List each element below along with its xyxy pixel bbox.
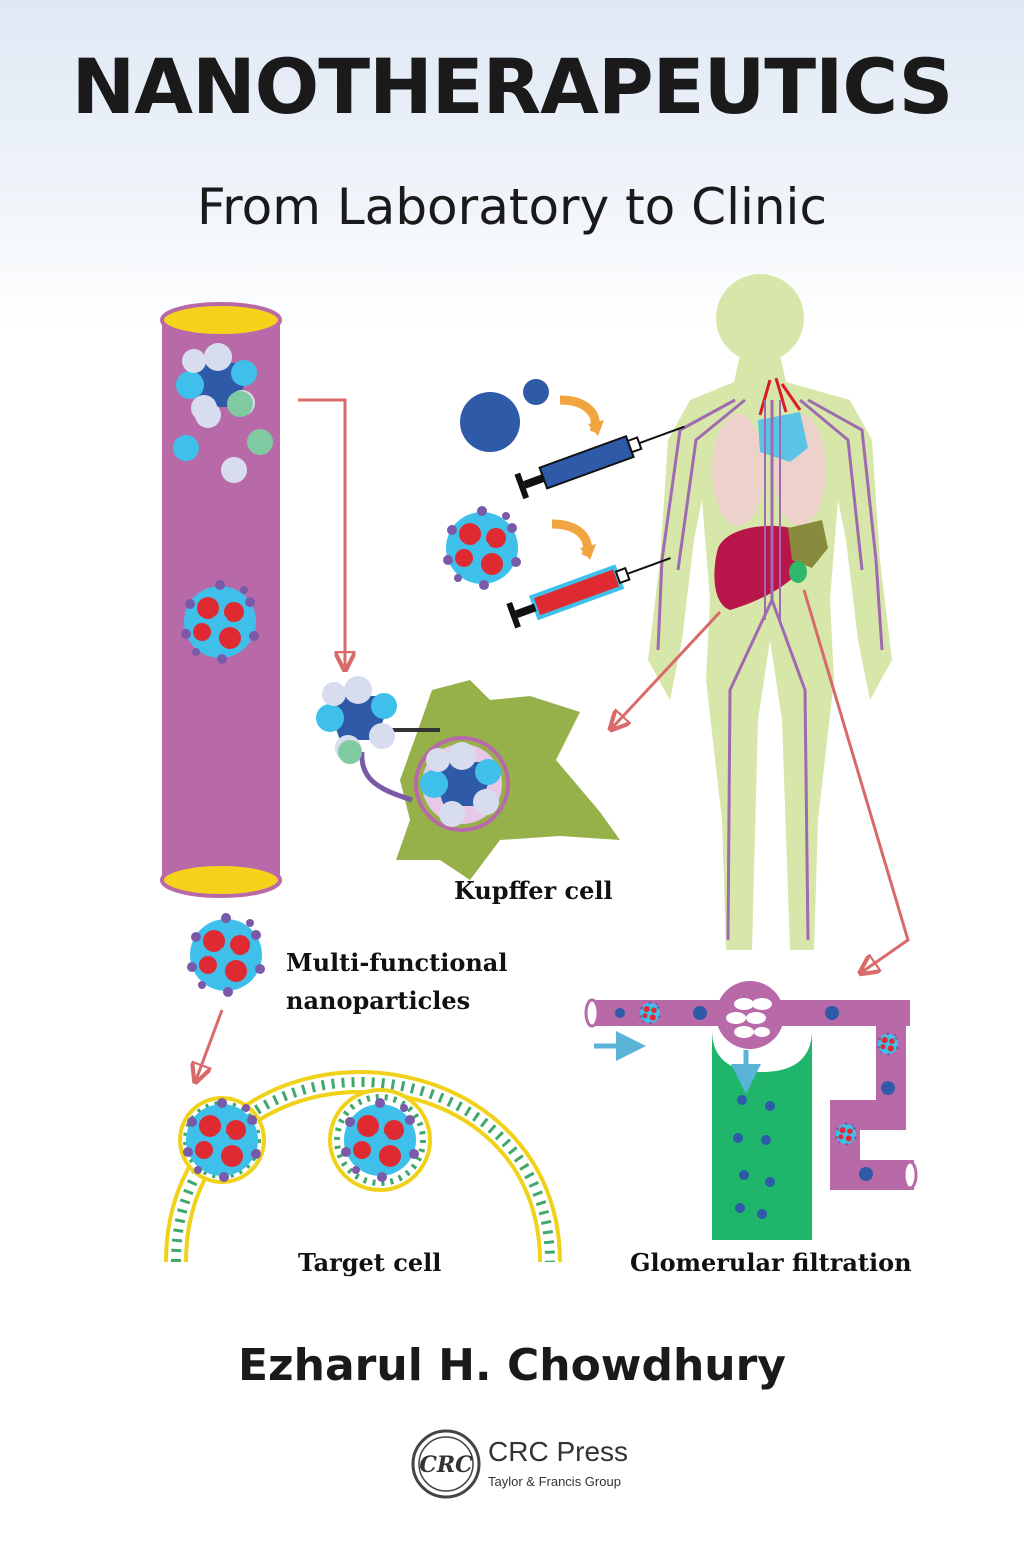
arrow-liver-to-kupffer bbox=[612, 610, 722, 728]
kupffer-cell bbox=[316, 676, 620, 880]
logo-text: CRC bbox=[419, 1452, 473, 1478]
publisher-group: Taylor & Francis Group bbox=[488, 1474, 621, 1489]
author-name: Ezharul H. Chowdhury bbox=[238, 1340, 786, 1391]
syringe-red bbox=[443, 506, 671, 629]
kupffer-cell-label: Kupffer cell bbox=[454, 876, 613, 905]
book-title: NANOTHERAPEUTICS bbox=[71, 42, 954, 131]
target-cell-label: Target cell bbox=[298, 1248, 442, 1277]
human-body bbox=[648, 274, 892, 950]
arrow-to-target-cell bbox=[196, 1009, 224, 1080]
crc-press-logo-icon: CRC bbox=[411, 1429, 481, 1499]
glomerulus bbox=[584, 981, 918, 1240]
book-subtitle: From Laboratory to Clinic bbox=[197, 178, 827, 236]
nanoparticle-icon bbox=[187, 913, 265, 997]
nanoparticles-label-line1: Multi-functional bbox=[286, 948, 508, 977]
publisher-name: CRC Press bbox=[488, 1436, 629, 1467]
blood-vessel bbox=[160, 302, 282, 898]
arrow-kidney-to-glomerulus bbox=[802, 589, 910, 972]
nanoparticles-label-line2: nanoparticles bbox=[286, 986, 471, 1015]
syringe-blue bbox=[460, 379, 685, 500]
glomerular-filtration-label: Glomerular filtration bbox=[630, 1248, 912, 1277]
target-cell bbox=[164, 1069, 562, 1263]
arrow-vessel-to-kupffer bbox=[298, 398, 345, 668]
